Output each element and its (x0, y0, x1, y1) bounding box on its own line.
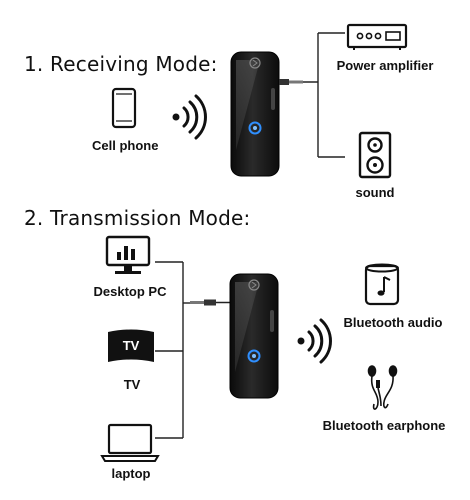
receiving-mode-heading: 1. Receiving Mode: (24, 52, 218, 76)
bluetooth-earphone-label: Bluetooth earphone (322, 418, 446, 433)
speaker-icon (358, 131, 392, 179)
bluetooth-adapter-device (229, 273, 279, 399)
wireless-signal-icon (297, 318, 332, 364)
tv-icon (108, 329, 154, 362)
power-amplifier-icon (346, 23, 408, 50)
aux-plug-icon (279, 79, 318, 85)
cell-phone-icon (111, 87, 137, 129)
desktop-pc-label: Desktop PC (93, 284, 167, 299)
laptop-label: laptop (111, 466, 151, 481)
transmission-mode-heading: 2. Transmission Mode: (24, 206, 251, 230)
laptop-icon (100, 423, 160, 462)
aux-plug-icon (190, 299, 230, 306)
transmission-connector-lines (155, 261, 190, 439)
bluetooth-audio-label: Bluetooth audio (343, 315, 443, 330)
cell-phone-label: Cell phone (92, 138, 159, 153)
sound-label: sound (355, 185, 395, 200)
desktop-pc-icon (105, 235, 151, 274)
bluetooth-adapter-device (230, 51, 280, 177)
bluetooth-speaker-icon (364, 263, 400, 306)
tv-label: TV (123, 377, 141, 392)
power-amplifier-label: Power amplifier (336, 58, 434, 73)
receiving-connector-lines (317, 32, 345, 158)
wireless-signal-icon (172, 94, 207, 140)
earphone-icon (367, 365, 398, 410)
tv-screen-text: TV (122, 338, 140, 353)
